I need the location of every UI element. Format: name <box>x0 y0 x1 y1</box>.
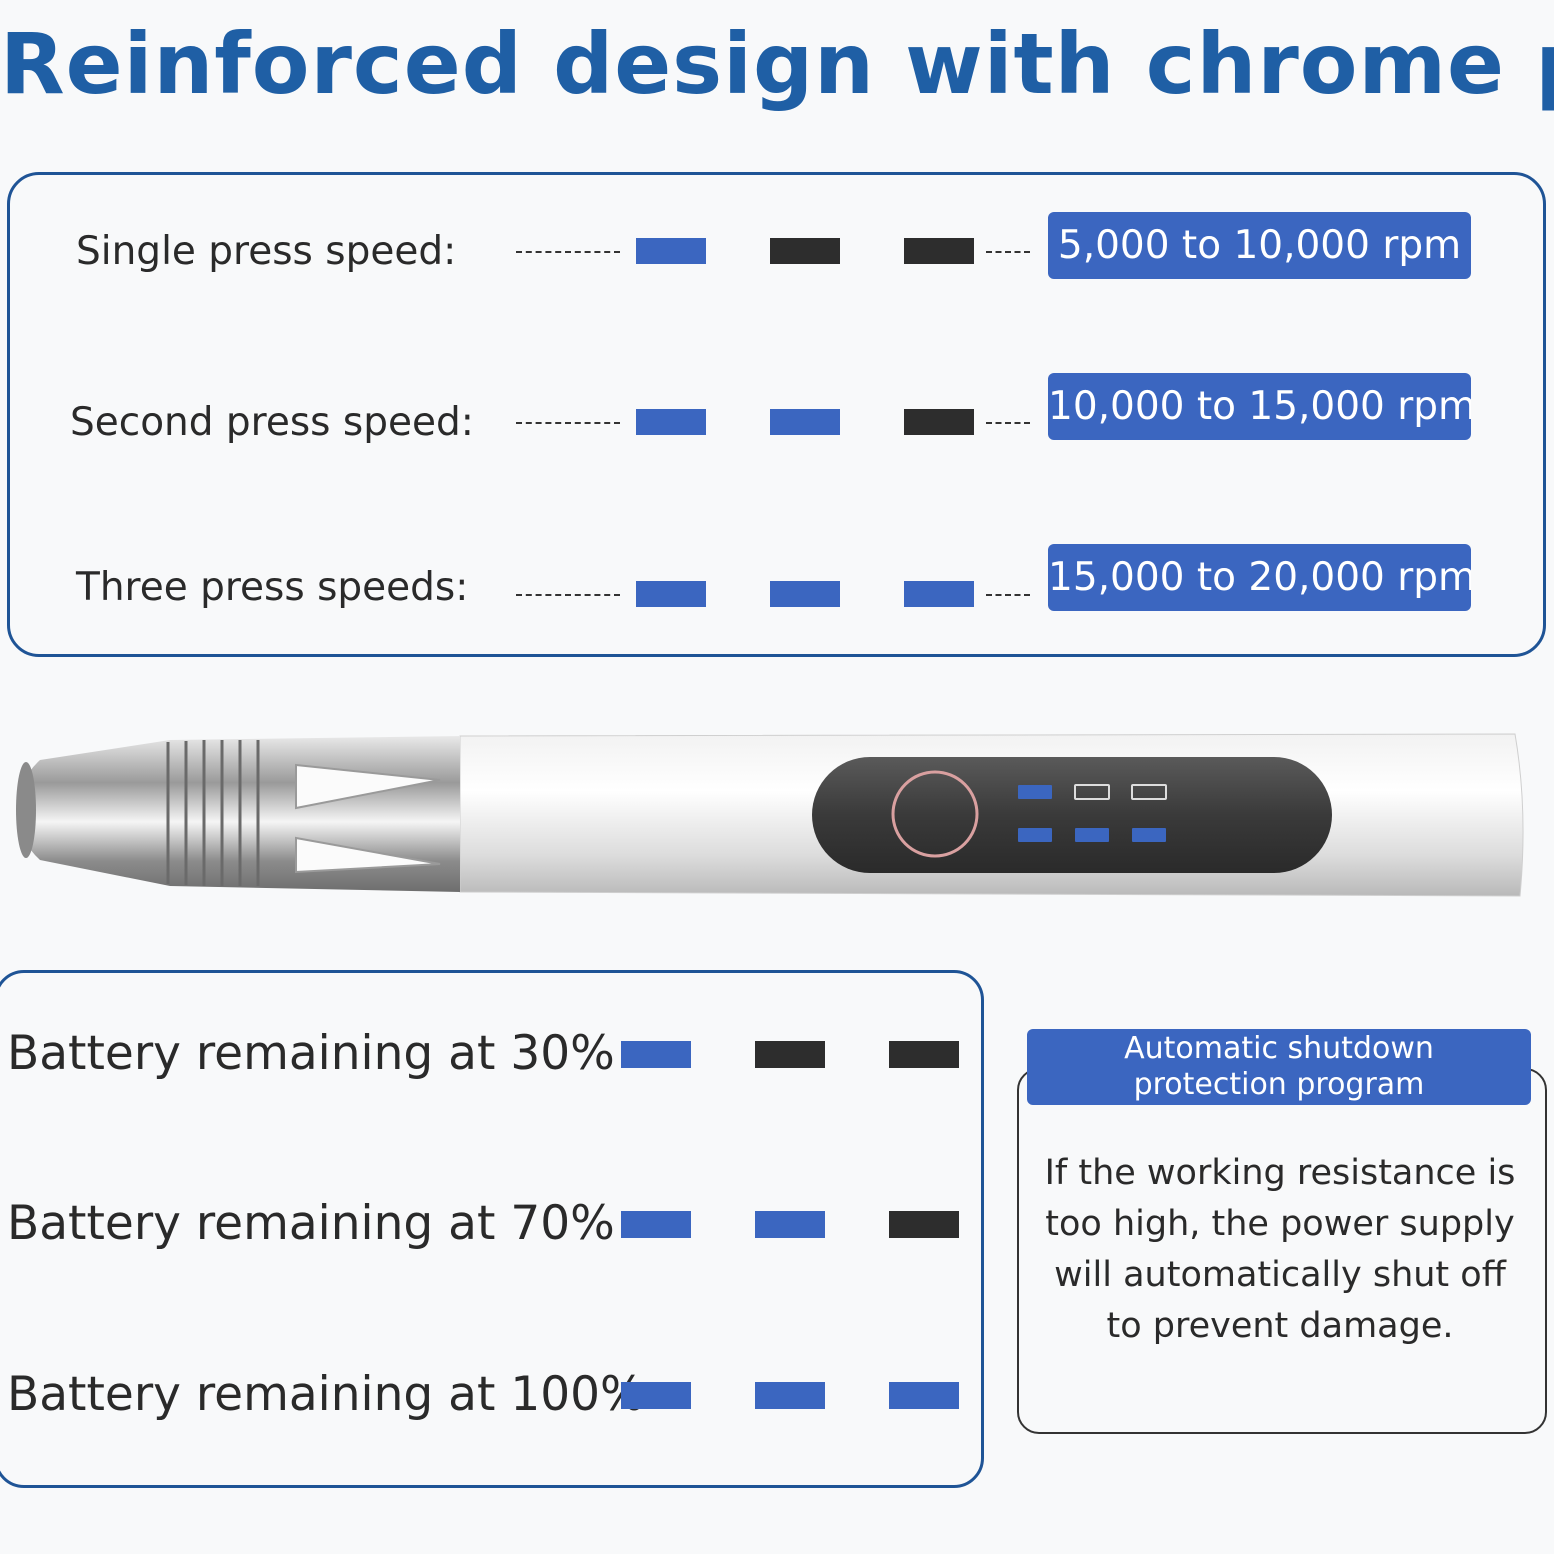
dashed-connector <box>986 251 1030 253</box>
battery-indicator-2 <box>755 1211 825 1238</box>
speed-label: Single press speed: <box>76 229 457 274</box>
battery-label: Battery remaining at 70% <box>7 1196 615 1251</box>
speed-modes-panel: Single press speed: 5,000 to 10,000 rpm … <box>7 172 1546 657</box>
power-button-icon <box>891 770 979 858</box>
shutdown-title-line: protection program <box>1133 1067 1425 1102</box>
battery-indicator-3 <box>889 1211 959 1238</box>
page-title: Reinforced design with chrome plating <box>0 15 1554 113</box>
device-indicator-lights <box>1018 784 1167 842</box>
battery-row-30: Battery remaining at 30% <box>0 1019 981 1089</box>
shutdown-description: If the working resistance is too high, t… <box>1030 1148 1530 1352</box>
dashed-connector <box>986 422 1030 424</box>
shutdown-body-line: too high, the power supply <box>1045 1204 1515 1244</box>
battery-label: Battery remaining at 100% <box>7 1367 645 1422</box>
battery-indicator-1 <box>621 1041 691 1068</box>
battery-levels-panel: Battery remaining at 30% Battery remaini… <box>0 970 984 1488</box>
speed-indicator-1 <box>636 238 706 264</box>
speed-indicator-2 <box>770 238 840 264</box>
rpm-badge: 5,000 to 10,000 rpm <box>1048 212 1471 279</box>
dashed-connector <box>516 422 620 424</box>
rpm-badge: 10,000 to 15,000 rpm <box>1048 373 1471 440</box>
shutdown-title-line: Automatic shutdown <box>1124 1031 1434 1066</box>
battery-indicator-3 <box>889 1382 959 1409</box>
battery-indicator-2 <box>755 1382 825 1409</box>
device-illustration <box>16 733 1524 897</box>
speed-row-single: Single press speed: 5,000 to 10,000 rpm <box>10 212 1543 292</box>
battery-indicator-3 <box>889 1041 959 1068</box>
speed-indicator-1 <box>636 581 706 607</box>
battery-indicator-1 <box>621 1382 691 1409</box>
battery-label: Battery remaining at 30% <box>7 1026 615 1081</box>
battery-row-100: Battery remaining at 100% <box>0 1360 981 1430</box>
speed-label: Three press speeds: <box>76 565 469 610</box>
battery-row-70: Battery remaining at 70% <box>0 1189 981 1259</box>
dashed-connector <box>516 251 620 253</box>
speed-label: Second press speed: <box>70 400 474 445</box>
speed-indicator-2 <box>770 581 840 607</box>
speed-indicator-3 <box>904 581 974 607</box>
shutdown-body-line: If the working resistance is <box>1044 1153 1516 1193</box>
speed-indicator-3 <box>904 409 974 435</box>
speed-indicator-2 <box>770 409 840 435</box>
shutdown-body-line: to prevent damage. <box>1106 1306 1454 1346</box>
battery-indicator-1 <box>621 1211 691 1238</box>
speed-indicator-3 <box>904 238 974 264</box>
shutdown-protection-title: Automatic shutdown protection program <box>1027 1029 1531 1105</box>
speed-row-three: Three press speeds: 15,000 to 20,000 rpm <box>10 544 1543 624</box>
nail-drill-pen-image <box>0 720 1554 920</box>
rpm-badge: 15,000 to 20,000 rpm <box>1048 544 1471 611</box>
dashed-connector <box>516 594 620 596</box>
speed-row-second: Second press speed: 10,000 to 15,000 rpm <box>10 373 1543 453</box>
battery-indicator-2 <box>755 1041 825 1068</box>
speed-indicator-1 <box>636 409 706 435</box>
shutdown-body-line: will automatically shut off <box>1054 1255 1506 1295</box>
dashed-connector <box>986 594 1030 596</box>
